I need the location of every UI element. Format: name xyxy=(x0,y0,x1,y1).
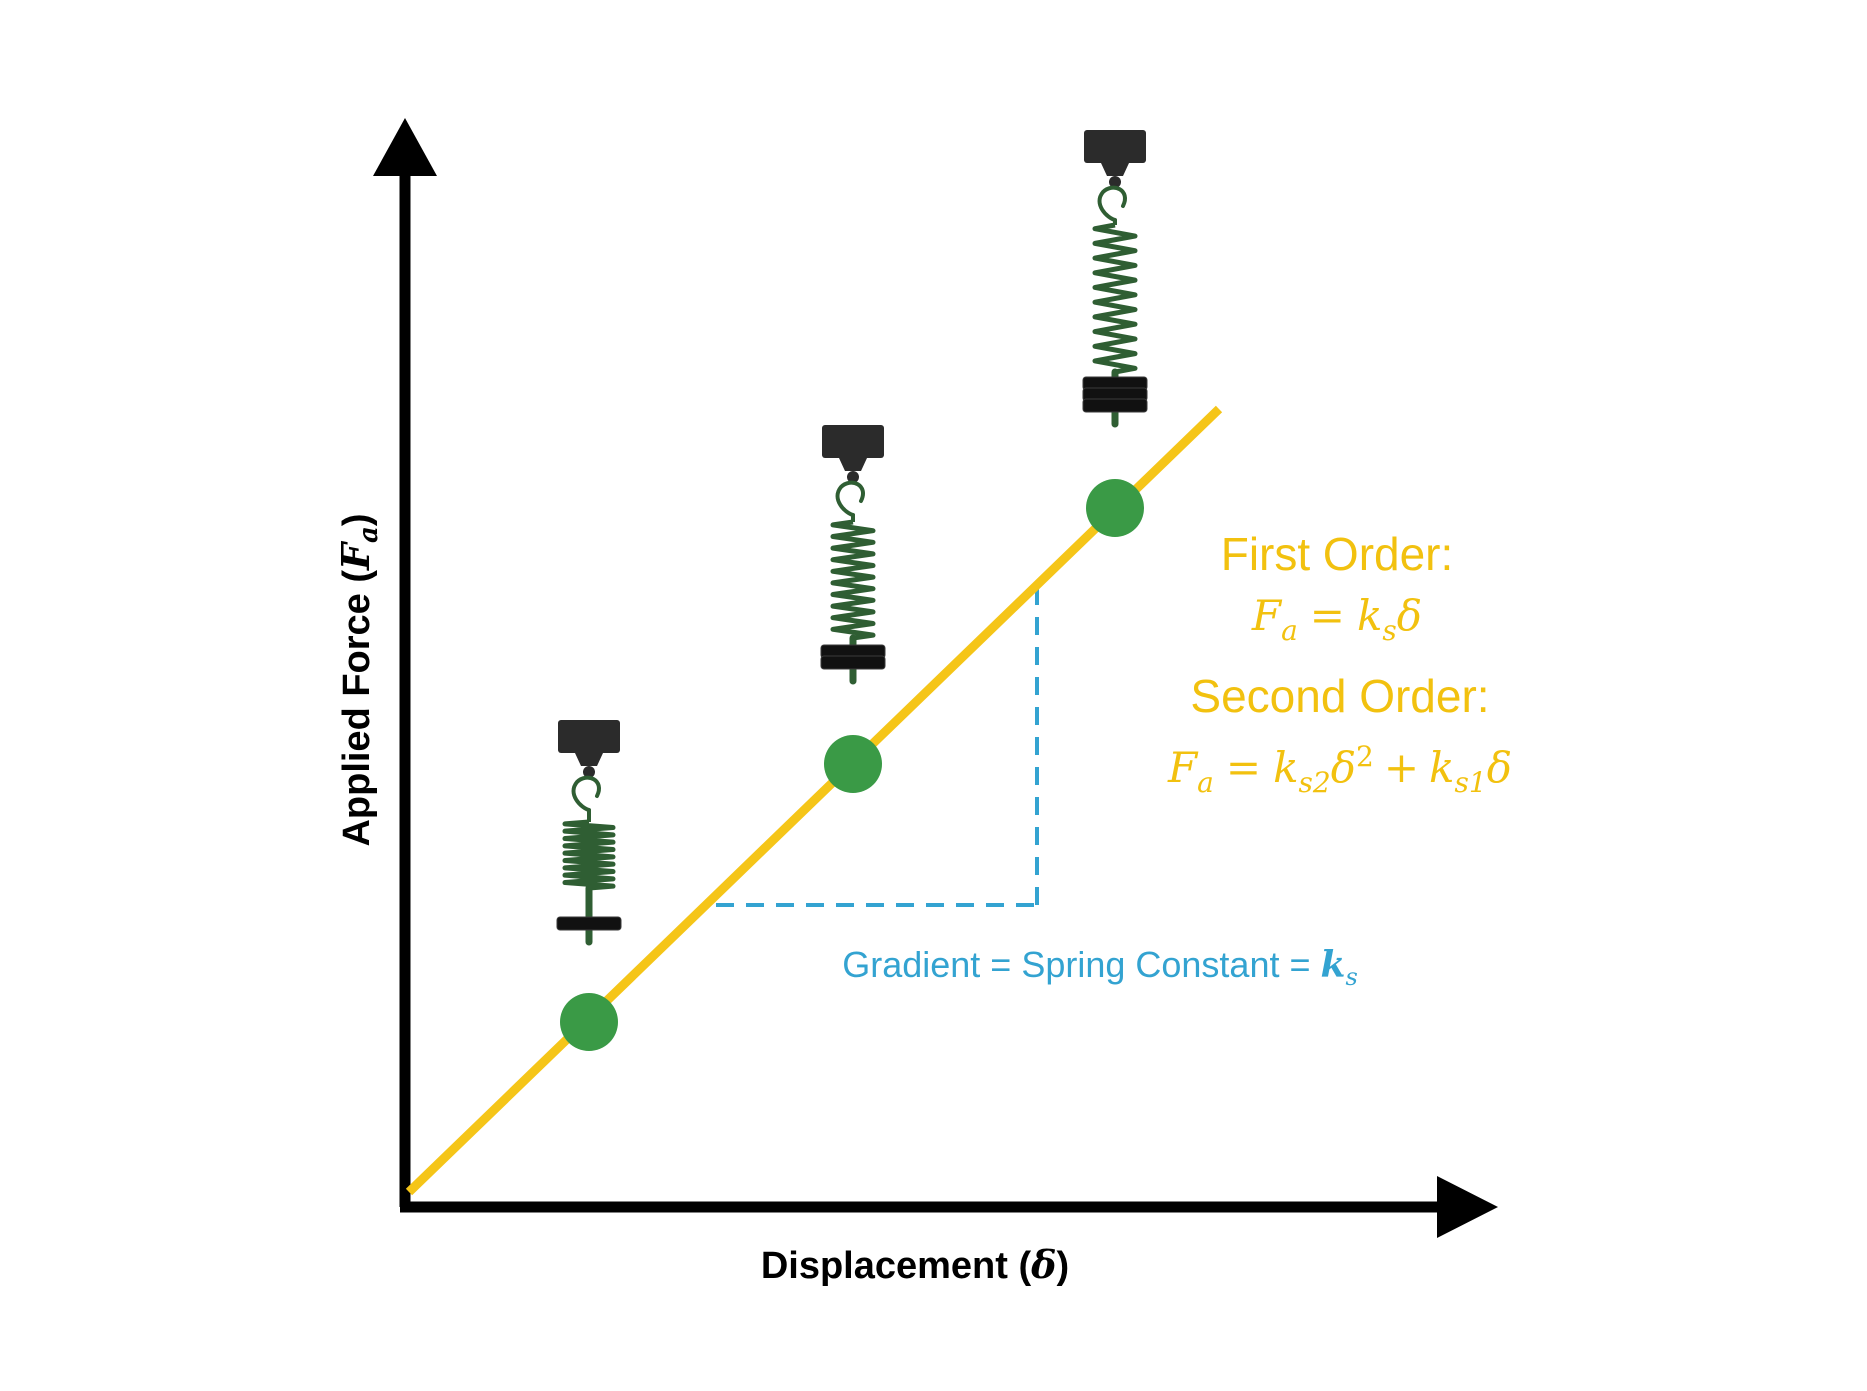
clamp-pin xyxy=(1109,176,1121,188)
clamp-neck xyxy=(839,458,867,471)
first-order-title: First Order: xyxy=(1221,528,1454,580)
springs xyxy=(556,130,1148,946)
y-axis-label: Applied Force (Fa) xyxy=(333,513,384,846)
data-point xyxy=(1086,479,1144,537)
data-point xyxy=(560,993,618,1051)
gradient-caption: Gradient = Spring Constant =ks xyxy=(842,944,1358,991)
arrow-up-icon xyxy=(373,118,437,176)
hook-icon xyxy=(571,775,601,812)
weight-icon xyxy=(1082,398,1148,413)
arrow-right-icon xyxy=(1437,1176,1498,1238)
hook-icon xyxy=(835,480,865,517)
hook-icon xyxy=(1097,185,1127,222)
x-axis-label: Displacement (δ) xyxy=(761,1242,1069,1287)
first-order-equation: Fa=ksδ xyxy=(1251,591,1422,647)
clamp-pin xyxy=(847,471,859,483)
clamp-icon xyxy=(822,425,884,458)
clamp-icon xyxy=(558,720,620,753)
spring-assembly xyxy=(820,425,886,685)
clamp-neck xyxy=(1101,163,1129,176)
spring-assembly xyxy=(556,720,622,946)
axes xyxy=(373,118,1498,1238)
linear-fit-line xyxy=(405,405,1223,1196)
second-order-title: Second Order: xyxy=(1190,670,1489,722)
gradient-triangle xyxy=(716,584,1039,907)
data-point xyxy=(824,735,882,793)
clamp-icon xyxy=(1084,130,1146,163)
spring-icon xyxy=(562,819,616,891)
second-order-equation: Fa=ks2δ2+ks1δ xyxy=(1167,740,1512,799)
spring-icon xyxy=(1092,222,1138,375)
spring-assembly xyxy=(1082,130,1148,428)
clamp-neck xyxy=(575,753,603,766)
weight-icon xyxy=(820,655,886,670)
clamp-pin xyxy=(583,766,595,778)
spring-icon xyxy=(830,519,876,641)
weight-icon xyxy=(556,916,622,931)
